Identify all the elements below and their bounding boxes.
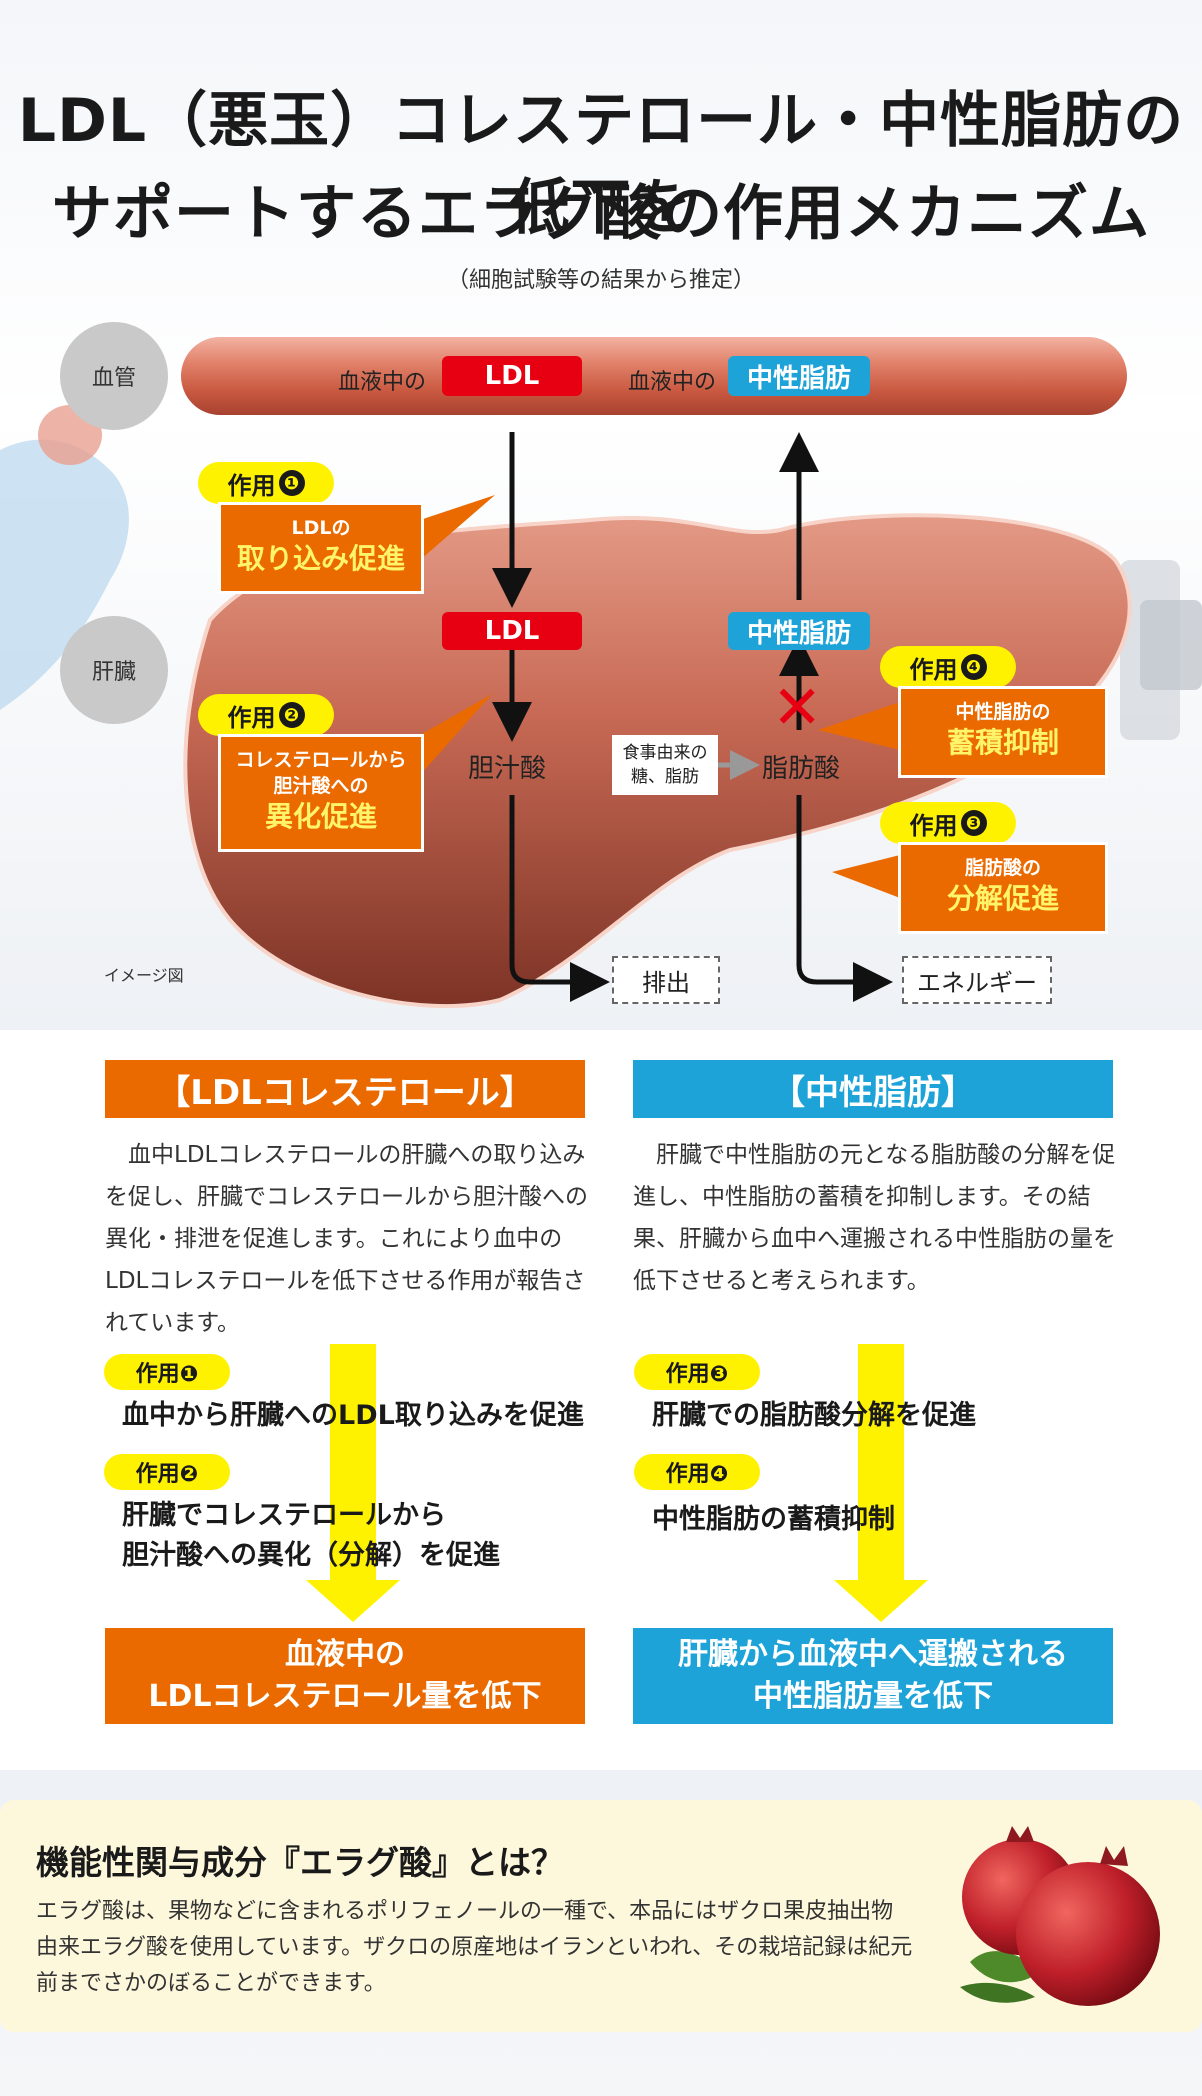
action3-callout: 脂肪酸の 分解促進	[898, 842, 1108, 934]
vessel-ldl-prefix: 血液中の	[338, 370, 427, 395]
action2-line1: コレステロールから	[235, 749, 407, 771]
action2-prefix: 作用	[227, 703, 276, 732]
excretion-box: 排出	[612, 956, 720, 1004]
action3-line1: 脂肪酸の	[964, 857, 1041, 879]
ldl-action-b-text2: 胆汁酸への異化（分解）を促進	[122, 1540, 500, 1571]
tg-action-a-pill: 作用❸	[634, 1354, 760, 1390]
info-line1: エラグ酸は、果物などに含まれるポリフェノールの一種で、本品にはザクロ果皮抽出物	[36, 1899, 894, 1924]
food-line2: 糖、脂肪	[631, 767, 699, 787]
action3-line2: 分解促進	[946, 882, 1059, 915]
tg-column-body: 肝臓で中性脂肪の元となる脂肪酸の分解を促進し、中性脂肪の蓄積を抑制します。その結…	[633, 1142, 1116, 1294]
ldl-column-body: 血中LDLコレステロールの肝臓への取り込みを促し、肝臓でコレステロールから胆汁酸…	[105, 1142, 588, 1336]
tg-result-line2: 中性脂肪量を低下	[753, 1679, 993, 1714]
action2-line2: 異化促進	[264, 800, 377, 833]
action2-number: ❷	[278, 702, 305, 728]
vessel-label: 血管	[60, 322, 168, 430]
ldl-action-a-pill: 作用❶	[104, 1354, 230, 1390]
tg-action-b-pill: 作用❹	[634, 1454, 760, 1490]
info-line3: 前までさかのぼることができます。	[36, 1971, 386, 1996]
ldl-action-b-pill: 作用❷	[104, 1454, 230, 1490]
ldl-column-header: 【LDLコレステロール】	[105, 1060, 585, 1118]
vessel-tg-tag: 中性脂肪	[728, 356, 870, 396]
action4-number: ❹	[960, 654, 987, 680]
page-subtitle: （細胞試験等の結果から推定）	[446, 268, 755, 293]
action1-line1: LDLの	[291, 517, 351, 539]
action1-callout: LDLの 取り込み促進	[218, 502, 424, 594]
image-note: イメージ図	[104, 966, 184, 985]
tg-result-line1: 肝臓から血液中へ運搬される	[678, 1637, 1068, 1672]
vessel-tg-prefix: 血液中の	[628, 370, 717, 395]
action3-number: ❸	[960, 810, 987, 836]
ldl-result-box: 血液中の LDLコレステロール量を低下	[105, 1628, 585, 1724]
liver-ldl-tag: LDL	[442, 612, 582, 650]
tg-action-b-text: 中性脂肪の蓄積抑制	[652, 1504, 895, 1535]
blood-vessel	[178, 334, 1130, 418]
flow-arrows	[420, 432, 900, 1002]
info-title: 機能性関与成分『エラグ酸』とは？	[36, 1843, 564, 1882]
fatty-acid-label: 脂肪酸	[762, 754, 841, 784]
result-arrows	[306, 1344, 928, 1622]
energy-box: エネルギー	[902, 956, 1052, 1004]
ldl-result-line2: LDLコレステロール量を低下	[148, 1679, 542, 1714]
page-title-line1: LDL（悪玉）コレステロール・中性脂肪の低下を	[17, 86, 1185, 243]
lab-equipment-illustration	[1120, 560, 1202, 740]
action4-line2: 蓄積抑制	[946, 726, 1059, 759]
action3-prefix: 作用	[909, 811, 958, 840]
liver-tg-tag: 中性脂肪	[728, 612, 870, 650]
vessel-ldl-tag: LDL	[442, 356, 582, 396]
action2-line1b: 胆汁酸への	[273, 775, 369, 797]
food-line1: 食事由来の	[622, 743, 708, 763]
tg-column-header: 【中性脂肪】	[633, 1060, 1113, 1118]
tg-result-box: 肝臓から血液中へ運搬される 中性脂肪量を低下	[633, 1628, 1113, 1724]
ldl-result-line1: 血液中の	[285, 1637, 405, 1672]
action4-callout: 中性脂肪の 蓄積抑制	[898, 686, 1108, 778]
blocked-cross-icon: ✕	[772, 673, 823, 743]
info-line2: 由来エラグ酸を使用しています。ザクロの原産地はイランといわれ、その栽培記録は紀元	[36, 1935, 913, 1960]
liver-label: 肝臓	[60, 616, 168, 724]
action1-prefix: 作用	[227, 471, 276, 500]
ldl-action-a-text: 血中から肝臓へのLDL取り込みを促進	[122, 1400, 584, 1431]
action2-callout: コレステロールから 胆汁酸への 異化促進	[218, 734, 424, 852]
tg-action-a-text: 肝臓での脂肪酸分解を促進	[652, 1400, 976, 1431]
bile-acid-label: 胆汁酸	[468, 754, 547, 784]
action1-number: ❶	[278, 470, 305, 496]
food-source-box: 食事由来の 糖、脂肪	[612, 735, 718, 795]
page-title-line2: サポートするエラグ酸の作用メカニズム	[52, 179, 1150, 249]
action4-prefix: 作用	[909, 655, 958, 684]
pomegranate-illustration	[960, 1826, 1160, 2006]
ldl-action-b-text1: 肝臓でコレステロールから	[122, 1500, 446, 1531]
action4-line1: 中性脂肪の	[955, 701, 1051, 723]
action1-line2: 取り込み促進	[236, 542, 405, 575]
